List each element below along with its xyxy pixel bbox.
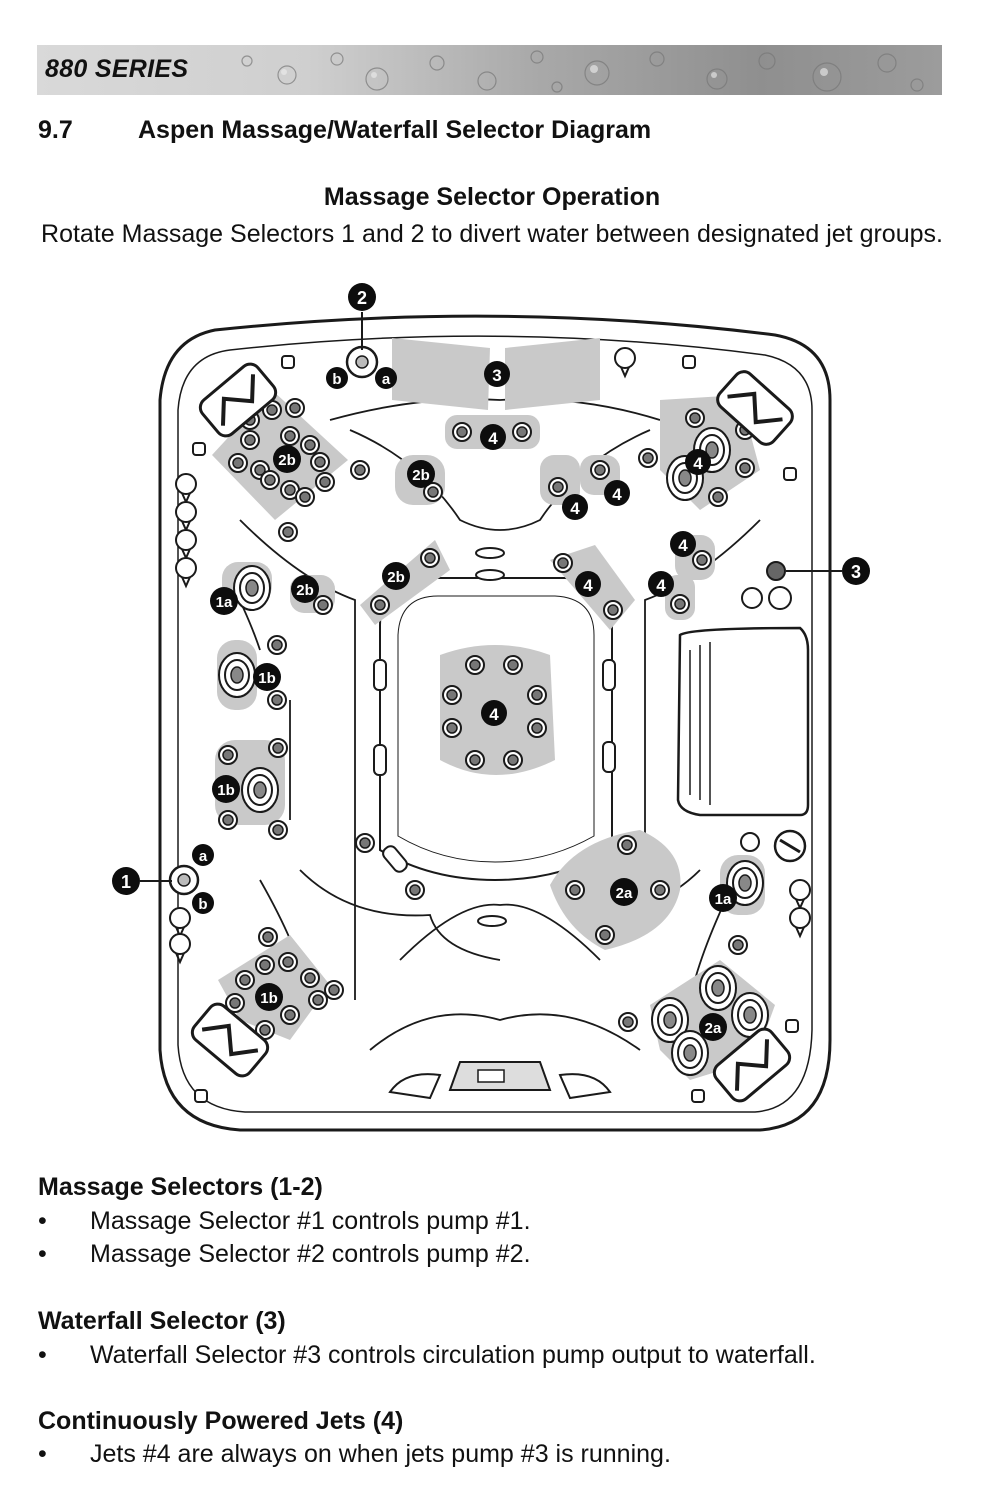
callout-group-1a: 1a [709, 884, 737, 912]
svg-text:b: b [198, 896, 207, 913]
svg-text:4: 4 [678, 536, 688, 555]
side-fittings [169, 347, 811, 1103]
svg-text:2b: 2b [296, 582, 314, 599]
section-heading: 9.7 Aspen Massage/Waterfall Selector Diag… [38, 116, 651, 145]
waterfall-selector-heading: Waterfall Selector (3) [38, 1307, 286, 1335]
massage-selector-2 [345, 312, 379, 379]
svg-text:2b: 2b [412, 467, 430, 484]
callout-sel1-a: a [192, 844, 214, 866]
callout-sel2-a: a [375, 367, 397, 389]
svg-text:1b: 1b [258, 670, 276, 687]
continuous-jets-heading: Continuously Powered Jets (4) [38, 1407, 404, 1435]
water-drops-texture [241, 50, 924, 93]
callout-group-2a: 2a [699, 1013, 727, 1041]
svg-text:2b: 2b [387, 569, 405, 586]
lounger-seat [676, 626, 810, 817]
svg-text:4: 4 [612, 485, 622, 504]
svg-text:2b: 2b [278, 452, 296, 469]
svg-text:a: a [382, 371, 391, 388]
operation-text: Rotate Massage Selectors 1 and 2 to dive… [41, 220, 943, 248]
series-title: 880 SERIES [45, 55, 189, 83]
operation-title: Massage Selector Operation [323, 183, 661, 211]
svg-text:4: 4 [656, 576, 666, 595]
svg-text:1b: 1b [217, 782, 235, 799]
callouts: 2 b a 3 4 2b 2b 4 4 4 4 3 2b 4 4 1a 2b 1… [112, 283, 870, 1041]
callout-group-4: 4 [648, 571, 674, 597]
callout-group-2a: 2a [610, 878, 638, 906]
svg-text:2a: 2a [616, 885, 633, 902]
svg-text:3: 3 [851, 562, 861, 582]
callout-sel2-b: b [326, 367, 348, 389]
callout-selector-3: 3 [842, 557, 870, 585]
callout-group-3: 3 [484, 361, 510, 387]
callout-group-2b: 2b [382, 562, 410, 590]
massage-selector-1 [140, 864, 200, 896]
callout-group-1a: 1a [210, 587, 238, 615]
callout-sel1-b: b [192, 892, 214, 914]
callout-group-2b: 2b [291, 575, 319, 603]
svg-text:1a: 1a [715, 891, 732, 908]
svg-text:4: 4 [489, 705, 499, 724]
svg-text:2a: 2a [705, 1020, 722, 1037]
list-item: •Waterfall Selector #3 controls circulat… [38, 1341, 816, 1369]
callout-group-4: 4 [481, 700, 507, 726]
control-panel [388, 1061, 612, 1100]
waterfall-selector-3 [766, 561, 842, 581]
svg-text:a: a [199, 848, 208, 865]
series-banner: 880 SERIES [37, 45, 942, 95]
callout-group-4: 4 [670, 531, 696, 557]
list-item: •Jets #4 are always on when jets pump #3… [38, 1440, 671, 1468]
svg-text:2: 2 [357, 288, 367, 308]
svg-text:4: 4 [693, 454, 703, 473]
list-item: •Massage Selector #1 controls pump #1. [38, 1207, 531, 1235]
svg-text:1b: 1b [260, 990, 278, 1007]
section-number: 9.7 [38, 116, 73, 144]
spa-diagram: 2 b a 3 4 2b 2b 4 4 4 4 3 2b 4 4 1a 2b 1… [112, 283, 870, 1132]
svg-text:3: 3 [492, 366, 501, 385]
svg-text:1: 1 [121, 872, 131, 892]
callout-group-4: 4 [480, 424, 506, 450]
callout-group-4: 4 [575, 571, 601, 597]
callout-group-4: 4 [685, 449, 711, 475]
callout-group-2b: 2b [273, 445, 301, 473]
section-title: Aspen Massage/Waterfall Selector Diagram [138, 116, 652, 144]
callout-group-4: 4 [562, 494, 588, 520]
svg-text:4: 4 [488, 429, 498, 448]
callout-group-1b: 1b [212, 775, 240, 803]
callout-group-2b: 2b [407, 460, 435, 488]
svg-text:1a: 1a [216, 594, 233, 611]
list-item: •Massage Selector #2 controls pump #2. [38, 1240, 531, 1268]
callout-selector-1: 1 [112, 867, 140, 895]
svg-text:b: b [332, 371, 341, 388]
callout-group-1b: 1b [255, 983, 283, 1011]
callout-selector-2: 2 [348, 283, 376, 311]
svg-text:4: 4 [570, 499, 580, 518]
callout-group-1b: 1b [253, 663, 281, 691]
callout-group-4: 4 [604, 480, 630, 506]
massage-selectors-heading: Massage Selectors (1-2) [38, 1173, 323, 1201]
svg-text:4: 4 [583, 576, 593, 595]
